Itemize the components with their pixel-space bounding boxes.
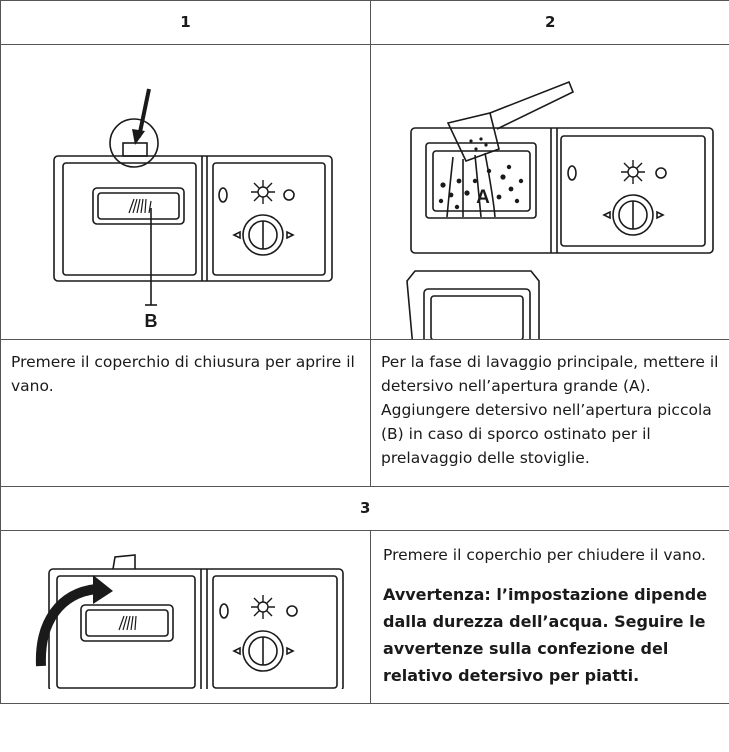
step-3-text: Premere il coperchio per chiudere il van…: [383, 546, 706, 564]
step-2-text-cell: Per la fase di lavaggio principale, mett…: [370, 339, 729, 487]
step-2-header: 2: [370, 0, 729, 45]
step-3-header: 3: [0, 486, 729, 531]
step-1-figure-cell: B: [0, 44, 371, 340]
step-1-header: 1: [0, 0, 371, 45]
dispenser-open-latch-illustration: B: [53, 88, 333, 331]
label-b: B: [145, 311, 158, 331]
step-3-figure-cell: [0, 530, 371, 704]
dispenser-close-illustration: [35, 554, 344, 689]
step-3-text-cell: Premere il coperchio per chiudere il van…: [370, 530, 729, 704]
step-2-figure-cell: A: [370, 44, 729, 340]
step-2-text: Per la fase di lavaggio principale, mett…: [381, 353, 719, 467]
dispenser-filling-illustration: A: [406, 80, 714, 339]
warning-text: Avvertenza: l’impostazione dipende dalla…: [383, 585, 708, 685]
label-a: A: [476, 187, 490, 208]
step-1-text-cell: Premere il coperchio di chiusura per apr…: [0, 339, 371, 487]
step-1-text: Premere il coperchio di chiusura per apr…: [11, 353, 355, 395]
instruction-table: 1 2: [0, 0, 729, 704]
